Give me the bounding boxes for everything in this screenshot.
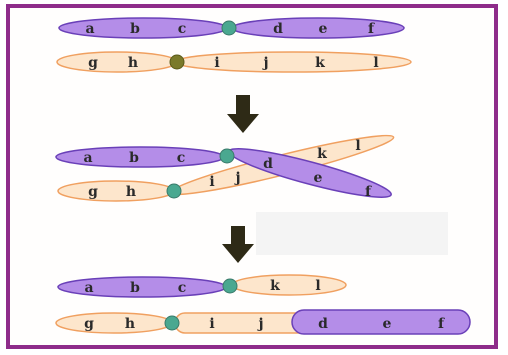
orange-arm-left bbox=[56, 51, 178, 73]
purple-arm-right bbox=[291, 309, 471, 335]
gene-label: f bbox=[438, 316, 445, 332]
stage-before: a b c d e f g h i j k l bbox=[56, 17, 412, 73]
gene-label: j bbox=[233, 170, 240, 186]
centromere bbox=[219, 148, 235, 164]
centromere bbox=[169, 54, 185, 70]
gene-label: c bbox=[178, 280, 187, 296]
gene-label: b bbox=[130, 280, 140, 296]
gene-label: g bbox=[84, 316, 94, 332]
gene-label: c bbox=[177, 150, 186, 166]
blank-label-area bbox=[256, 212, 448, 255]
gene-label: h bbox=[126, 184, 136, 200]
gene-label: b bbox=[129, 150, 139, 166]
top-chromosome: a b c k l bbox=[57, 274, 347, 298]
orange-chromosome: g h i j k l bbox=[56, 51, 412, 73]
gene-label: l bbox=[315, 278, 320, 294]
centromere bbox=[221, 20, 237, 36]
gene-label: h bbox=[125, 316, 135, 332]
purple-chromosome: a b c d e f bbox=[55, 146, 392, 200]
gene-label: i bbox=[214, 55, 219, 71]
orange-arm-right bbox=[231, 274, 347, 296]
gene-label: j bbox=[256, 316, 263, 332]
gene-label: g bbox=[88, 55, 98, 71]
gene-label: c bbox=[178, 21, 187, 37]
gene-label: d bbox=[318, 316, 328, 332]
down-arrow bbox=[222, 226, 254, 263]
gene-label: d bbox=[263, 156, 273, 172]
gene-label: d bbox=[273, 21, 283, 37]
gene-label: e bbox=[383, 316, 392, 332]
gene-label: k bbox=[315, 55, 325, 71]
purple-arm-left bbox=[57, 276, 227, 298]
gene-label: a bbox=[85, 21, 94, 37]
orange-arm-left bbox=[57, 180, 175, 202]
down-arrow bbox=[227, 95, 259, 133]
purple-arm-left bbox=[58, 17, 228, 39]
gene-label: b bbox=[130, 21, 140, 37]
gene-label: k bbox=[270, 278, 280, 294]
centromere bbox=[164, 315, 180, 331]
gene-label: g bbox=[88, 184, 98, 200]
gene-label: f bbox=[368, 21, 375, 37]
gene-label: l bbox=[373, 55, 378, 71]
stage-crossing: g h i j k l a b c d e f bbox=[55, 134, 395, 202]
gene-label: i bbox=[209, 174, 214, 190]
gene-label: e bbox=[314, 170, 323, 186]
bottom-chromosome: g h i j d e f bbox=[55, 309, 471, 335]
gene-label: j bbox=[261, 55, 268, 71]
gene-label: f bbox=[365, 184, 372, 200]
gene-label: i bbox=[209, 316, 214, 332]
stage-after: a b c k l g h i j d e f bbox=[55, 274, 471, 335]
purple-chromosome: a b c d e f bbox=[58, 17, 405, 39]
gene-label: l bbox=[355, 138, 360, 154]
orange-arm-left bbox=[55, 312, 173, 334]
gene-label: h bbox=[128, 55, 138, 71]
gene-label: a bbox=[84, 280, 93, 296]
centromere bbox=[222, 278, 238, 294]
purple-arm-left bbox=[55, 146, 225, 168]
gene-label: k bbox=[317, 146, 327, 162]
gene-label: e bbox=[319, 21, 328, 37]
gene-label: a bbox=[83, 150, 92, 166]
centromere bbox=[166, 183, 182, 199]
